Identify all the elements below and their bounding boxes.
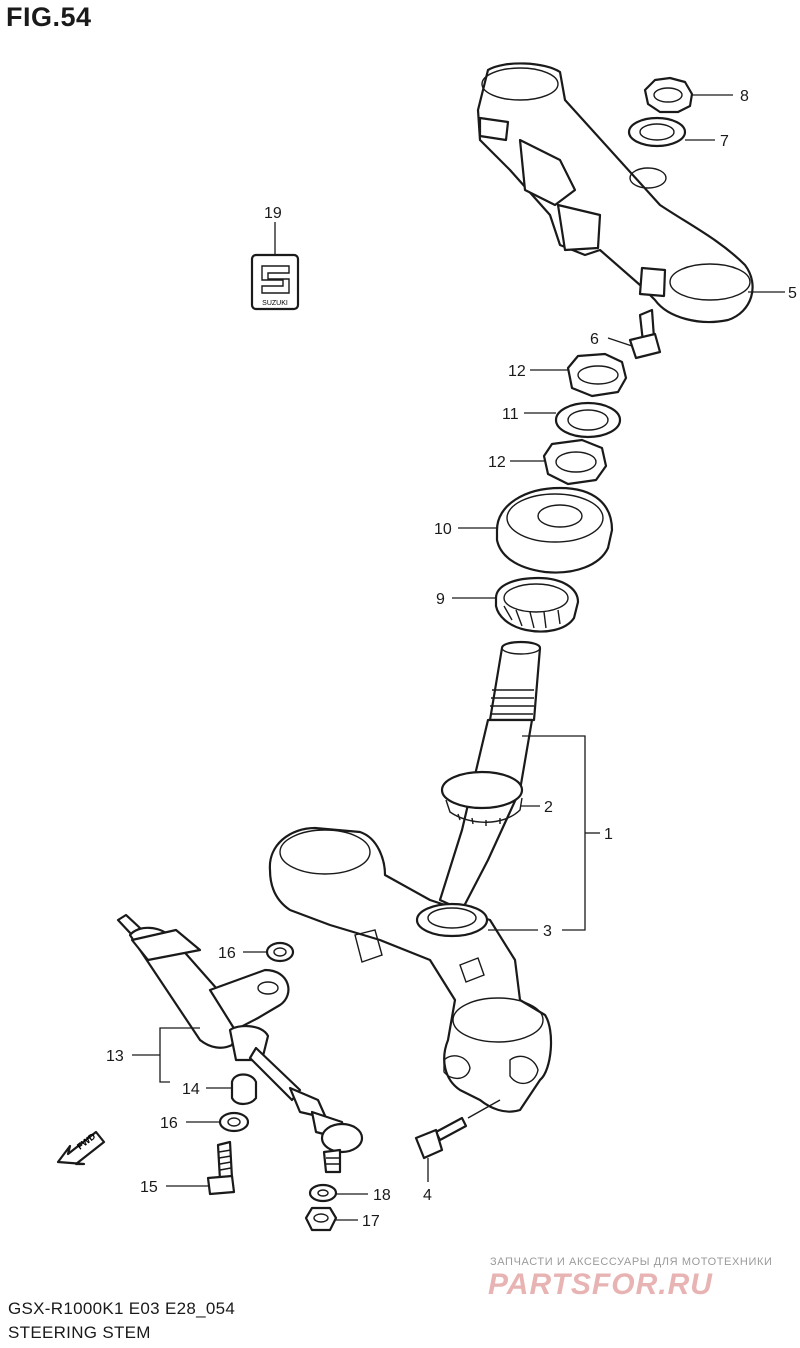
callout-5: 5 xyxy=(788,285,797,302)
model-caption: GSX-R1000K1 E03 E28_054 xyxy=(8,1299,236,1318)
callout-4: 4 xyxy=(423,1187,432,1204)
part-16-washer-lower xyxy=(186,1111,250,1133)
callout-2: 2 xyxy=(544,799,553,816)
callout-19: 19 xyxy=(264,205,282,222)
callout-15: 15 xyxy=(140,1179,158,1196)
part-6-bolt xyxy=(607,308,662,360)
part-19-emblem: SUZUKI xyxy=(250,222,300,311)
section-caption: STEERING STEM xyxy=(8,1323,151,1342)
callout-6: 6 xyxy=(590,331,599,348)
part-5-upper-bracket xyxy=(476,62,785,324)
part-12-locknut-upper xyxy=(530,352,628,398)
part-13-steering-damper xyxy=(116,913,364,1174)
callout-12-lower: 12 xyxy=(488,454,506,471)
part-17-nut xyxy=(304,1206,358,1232)
watermark-logo: PARTSFOR.RU xyxy=(488,1268,713,1301)
part-4-bolt xyxy=(414,1099,501,1182)
watermark-tagline: ЗАПЧАСТИ И АКСЕССУАРЫ ДЛЯ МОТОТЕХНИКИ xyxy=(490,1256,773,1268)
callout-13: 13 xyxy=(106,1048,124,1065)
callout-1: 1 xyxy=(604,826,613,843)
fwd-arrow-icon: FWD xyxy=(56,1131,106,1166)
part-1-steering-stem xyxy=(268,640,600,1113)
callout-11: 11 xyxy=(502,406,519,423)
callout-16-upper: 16 xyxy=(218,945,236,962)
part-7-washer xyxy=(627,116,715,148)
callout-8: 8 xyxy=(740,88,749,105)
part-9-bearing xyxy=(452,576,580,633)
part-18-washer xyxy=(308,1183,368,1203)
callout-14: 14 xyxy=(182,1081,200,1098)
callout-17: 17 xyxy=(362,1213,380,1230)
emblem-text: SUZUKI xyxy=(262,300,288,307)
part-8-stem-nut xyxy=(643,76,733,114)
part-14-cushion xyxy=(206,1073,258,1106)
part-12-locknut-lower xyxy=(510,438,608,486)
part-2-race xyxy=(440,770,524,826)
callout-12-upper: 12 xyxy=(508,363,526,380)
part-15-bolt xyxy=(166,1140,236,1196)
callout-3: 3 xyxy=(543,923,552,940)
callout-9: 9 xyxy=(436,591,445,608)
part-10-dust-seal xyxy=(458,486,614,574)
callout-7: 7 xyxy=(720,133,729,150)
part-16-washer-upper xyxy=(243,941,295,963)
callout-18: 18 xyxy=(373,1187,391,1204)
callout-10: 10 xyxy=(434,521,452,538)
figure-title: FIG.54 xyxy=(6,2,92,32)
callout-16-lower: 16 xyxy=(160,1115,178,1132)
part-11-washer xyxy=(524,401,622,439)
